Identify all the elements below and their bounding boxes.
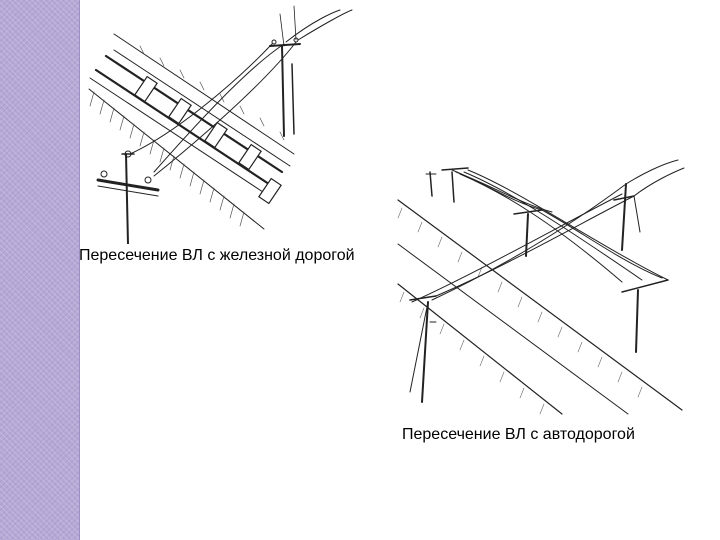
decorative-side-band [0, 0, 80, 540]
railway-crossing-caption: Пересечение ВЛ с железной дорогой [79, 247, 355, 264]
road-crossing-caption: Пересечение ВЛ с автодорогой [402, 426, 635, 443]
road-crossing-illustration [392, 152, 692, 418]
railway-crossing-illustration [84, 4, 404, 244]
